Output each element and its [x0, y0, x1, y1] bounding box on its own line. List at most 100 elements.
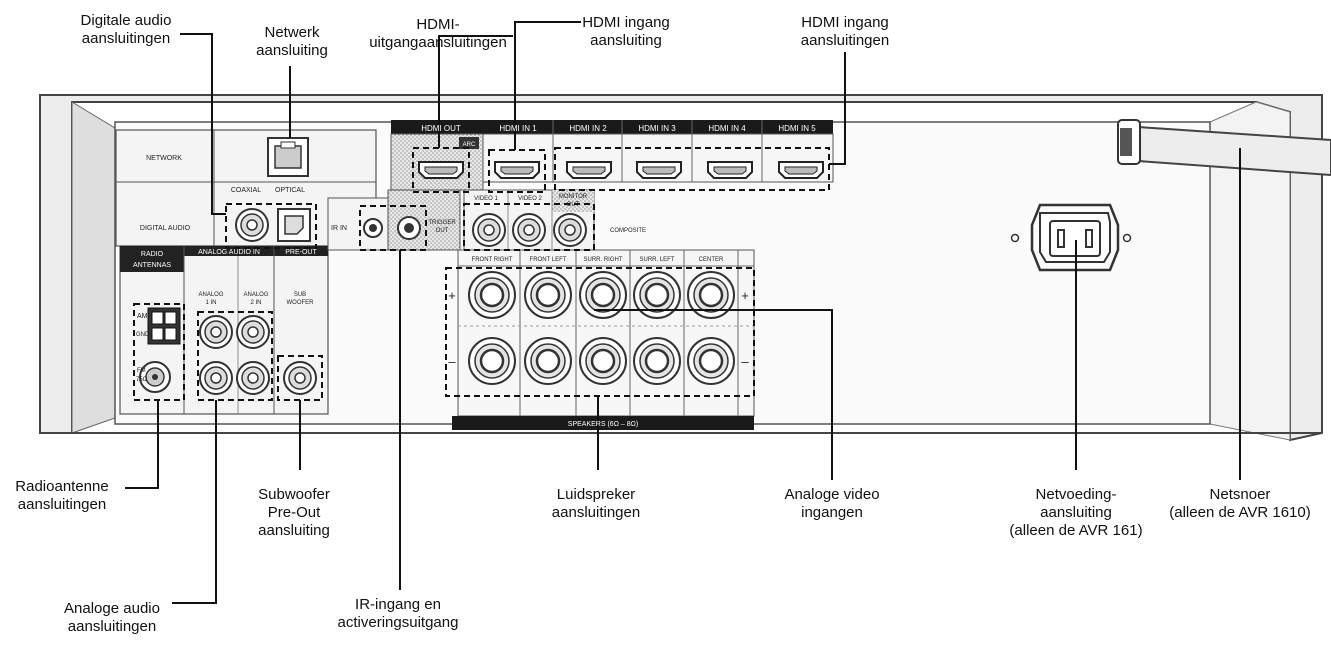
hdmi-in3-port — [637, 162, 681, 178]
callout-analog-video-line2: ingangen — [784, 504, 879, 522]
analog2-label-a: ANALOG — [243, 292, 268, 298]
hdmi-in4-label: HDMI IN 4 — [708, 124, 746, 133]
ir-in-label: IR IN — [331, 225, 347, 232]
callout-power-inlet: Netvoeding- aansluiting (alleen de AVR 1… — [1009, 486, 1142, 540]
analog1-label-b: 1 IN — [205, 300, 216, 306]
callout-digital-audio: Digitale audio aansluitingen — [81, 12, 172, 48]
digital-audio-label: DIGITAL AUDIO — [140, 225, 191, 232]
callout-radio-antenna: Radioantenne aansluitingen — [15, 478, 108, 514]
speakers-bar-label: SPEAKERS (6Ω – 8Ω) — [568, 421, 638, 428]
callout-hdmi-in-multi: HDMI ingang aansluitingen — [801, 14, 889, 50]
monitor-label-a: MONITOR — [559, 194, 588, 200]
hdmi-in5-port — [779, 162, 823, 178]
minus-left-label: – — [448, 354, 456, 369]
subwoofer-jack — [284, 362, 316, 394]
analog2-right-jack — [237, 362, 269, 394]
hdmi-in5-label: HDMI IN 5 — [778, 124, 816, 133]
callout-subwoofer-line1: Subwoofer — [258, 486, 330, 504]
callout-power-cord-line2: (alleen de AVR 1610) — [1169, 504, 1310, 522]
callout-radio-antenna-line1: Radioantenne — [15, 478, 108, 496]
analog2-label-b: 2 IN — [250, 300, 261, 306]
callout-analog-audio-line2: aansluitingen — [64, 618, 160, 636]
surr-right-label: SURR. RIGHT — [584, 257, 623, 263]
analog1-label-a: ANALOG — [198, 292, 223, 298]
pre-out-label: PRE-OUT — [285, 249, 317, 256]
hdmi-in2-label: HDMI IN 2 — [569, 124, 607, 133]
plus-right-label: + — [741, 288, 749, 303]
fm-label-a: FM — [137, 368, 146, 374]
trigger-label-a: TRIGGER — [428, 220, 456, 226]
trigger-label-b: OUT — [436, 228, 449, 234]
fm-label-b: 75Ω — [136, 377, 148, 383]
coaxial-jack — [236, 209, 268, 241]
surr-left-label: SURR. LEFT — [639, 257, 674, 263]
video2-label: VIDEO 2 — [518, 196, 542, 202]
sub-label-a: SUB — [294, 292, 306, 298]
callout-speakers-line2: aansluitingen — [552, 504, 640, 522]
callout-hdmi-out-line1: HDMI- — [369, 16, 507, 34]
callout-power-inlet-line3: (alleen de AVR 161) — [1009, 522, 1142, 540]
callout-speakers-line1: Luidspreker — [552, 486, 640, 504]
hdmi-in3-label: HDMI IN 3 — [638, 124, 676, 133]
callout-hdmi-in-multi-line2: aansluitingen — [801, 32, 889, 50]
analog2-left-jack — [237, 316, 269, 348]
callout-hdmi-in1-line2: aansluiting — [582, 32, 670, 50]
hdmi-in2-port — [567, 162, 611, 178]
analog1-right-jack — [200, 362, 232, 394]
callout-analog-audio-line1: Analoge audio — [64, 600, 160, 618]
gnd-label: GND — [136, 332, 150, 338]
hdmi-in4-port — [708, 162, 752, 178]
coaxial-label: COAXIAL — [231, 187, 261, 194]
analog1-left-jack — [200, 316, 232, 348]
radio-label: RADIO — [141, 251, 164, 258]
callout-ir-line1: IR-ingang en — [338, 596, 459, 614]
callout-subwoofer-line2: Pre-Out — [258, 504, 330, 522]
hdmi-out-label: HDMI OUT — [421, 124, 461, 133]
analog-audio-in-label: ANALOG AUDIO IN — [198, 249, 260, 256]
callout-network-line2: aansluiting — [256, 42, 328, 60]
monitor-out-jack — [554, 214, 586, 246]
callout-power-inlet-line1: Netvoeding- — [1009, 486, 1142, 504]
callout-network-line1: Netwerk — [256, 24, 328, 42]
callout-analog-video: Analoge video ingangen — [784, 486, 879, 522]
front-right-label: FRONT RIGHT — [472, 257, 513, 263]
plus-left-label: + — [448, 288, 456, 303]
speaker-block — [452, 250, 754, 430]
monitor-label-b: OUT — [567, 202, 580, 208]
callout-speakers: Luidspreker aansluitingen — [552, 486, 640, 522]
callout-analog-video-line1: Analoge video — [784, 486, 879, 504]
callout-hdmi-out-line2: uitgangaansluitingen — [369, 34, 507, 52]
callout-analog-audio: Analoge audio aansluitingen — [64, 600, 160, 636]
callout-hdmi-in1-line1: HDMI ingang — [582, 14, 670, 32]
front-left-label: FRONT LEFT — [530, 257, 567, 263]
hdmi-in1-port — [495, 162, 539, 178]
optical-label: OPTICAL — [275, 187, 305, 194]
callout-power-cord: Netsnoer (alleen de AVR 1610) — [1169, 486, 1310, 522]
callout-digital-audio-line1: Digitale audio — [81, 12, 172, 30]
sub-label-b: WOOFER — [287, 300, 315, 306]
callout-power-cord-line1: Netsnoer — [1169, 486, 1310, 504]
callout-hdmi-in1: HDMI ingang aansluiting — [582, 14, 670, 50]
callout-subwoofer: Subwoofer Pre-Out aansluiting — [258, 486, 330, 540]
network-label: NETWORK — [146, 155, 182, 162]
video2-jack — [513, 214, 545, 246]
callout-ir: IR-ingang en activeringsuitgang — [338, 596, 459, 632]
antennas-label: ANTENNAS — [133, 262, 171, 269]
callout-digital-audio-line2: aansluitingen — [81, 30, 172, 48]
minus-right-label: – — [741, 354, 749, 369]
video1-label: VIDEO 1 — [474, 196, 498, 202]
callout-subwoofer-line3: aansluiting — [258, 522, 330, 540]
callout-hdmi-out: HDMI- uitgangaansluitingen — [369, 16, 507, 52]
center-label: CENTER — [699, 257, 724, 263]
analog-block — [120, 246, 328, 414]
callout-network: Netwerk aansluiting — [256, 24, 328, 60]
callout-power-inlet-line2: aansluiting — [1009, 504, 1142, 522]
arc-label: ARC — [463, 142, 476, 148]
hdmi-out-port — [419, 162, 463, 178]
am-label: AM — [137, 313, 148, 320]
callout-radio-antenna-line2: aansluitingen — [15, 496, 108, 514]
hdmi-in1-label: HDMI IN 1 — [499, 124, 537, 133]
composite-label: COMPOSITE — [610, 228, 646, 234]
